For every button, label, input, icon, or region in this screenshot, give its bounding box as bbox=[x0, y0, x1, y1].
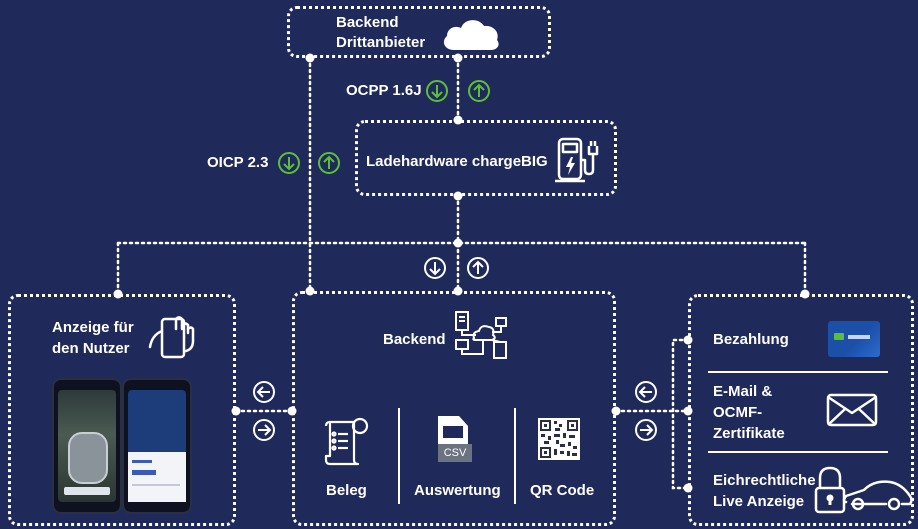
credit-card-icon bbox=[828, 321, 880, 357]
oicp-down-arrow-icon bbox=[278, 152, 300, 174]
network-icon bbox=[455, 311, 507, 359]
right-arrow-icon bbox=[635, 419, 657, 441]
email-label-3: Zertifikate bbox=[713, 425, 785, 442]
backend-label: Backend bbox=[383, 331, 446, 348]
divider bbox=[708, 371, 888, 373]
customer-services-box bbox=[688, 294, 914, 526]
left-arrow-icon bbox=[635, 381, 657, 403]
car-lock-icon bbox=[814, 466, 913, 514]
live-display-label-1: Eichrechtliche bbox=[713, 472, 816, 489]
third-party-backend-box bbox=[287, 6, 551, 58]
ocpp-up-arrow-icon bbox=[468, 80, 490, 102]
ocpp-down-arrow-icon bbox=[426, 80, 448, 102]
live-display-label-2: Live Anzeige bbox=[713, 493, 805, 510]
bus-up-arrow-icon bbox=[467, 257, 489, 279]
divider bbox=[708, 451, 888, 453]
payment-label: Bezahlung bbox=[713, 331, 789, 348]
user-display-label-1: Anzeige für bbox=[52, 319, 134, 336]
backend-box bbox=[292, 291, 616, 526]
qr-code-label: QR Code bbox=[530, 482, 595, 499]
phone-tap-icon bbox=[148, 316, 195, 359]
receipt-label: Beleg bbox=[326, 482, 367, 499]
user-display-label-2: den Nutzer bbox=[52, 340, 130, 357]
ocpp-label: OCPP 1.6J bbox=[346, 82, 422, 99]
bus-down-arrow-icon bbox=[424, 257, 446, 279]
csv-badge: CSV bbox=[438, 444, 472, 462]
oicp-up-arrow-icon bbox=[318, 152, 340, 174]
user-display-box bbox=[8, 294, 236, 526]
email-label-1: E-Mail & bbox=[713, 383, 773, 400]
right-arrow-icon bbox=[253, 419, 275, 441]
divider bbox=[514, 408, 516, 504]
oicp-label: OICP 2.3 bbox=[207, 154, 269, 171]
envelope-icon bbox=[826, 393, 878, 427]
third-party-backend-label-1: Backend bbox=[336, 14, 399, 31]
qr-code-icon bbox=[538, 418, 580, 460]
phone-mockup-welcome bbox=[52, 378, 122, 514]
email-label-2: OCMF- bbox=[713, 404, 763, 421]
charging-hardware-box bbox=[355, 120, 617, 196]
charging-station-icon bbox=[555, 137, 599, 183]
cloud-icon bbox=[443, 20, 499, 50]
charging-hardware-label: Ladehardware chargeBIG bbox=[366, 153, 548, 170]
csv-file-icon: CSV bbox=[438, 416, 472, 462]
evaluation-label: Auswertung bbox=[414, 482, 501, 499]
phone-mockup-charging bbox=[122, 378, 192, 514]
left-arrow-icon bbox=[253, 381, 275, 403]
third-party-backend-label-2: Drittanbieter bbox=[336, 34, 426, 51]
divider bbox=[398, 408, 400, 504]
receipt-icon bbox=[324, 417, 369, 466]
